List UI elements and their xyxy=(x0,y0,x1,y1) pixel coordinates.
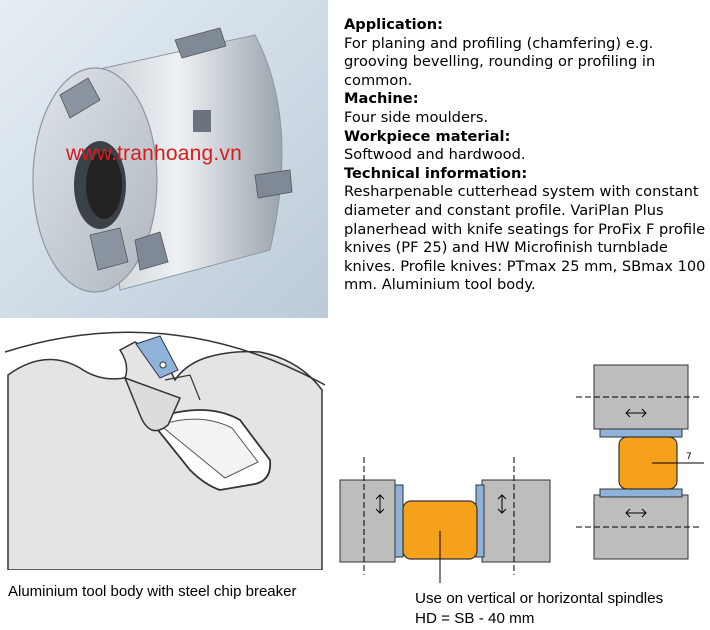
spindle-arrangement-diagram: 7 xyxy=(336,355,708,585)
right-spindle xyxy=(481,479,551,563)
right-caption: Use on vertical or horizontal spindles H… xyxy=(415,589,663,629)
right-caption-line1: Use on vertical or horizontal spindles xyxy=(415,590,664,607)
knife-shape xyxy=(135,335,179,379)
dimension-mark: 7 xyxy=(686,452,692,462)
technical-text: Resharpenable cutterhead system with con… xyxy=(344,183,706,294)
application-heading: Application: xyxy=(344,16,443,33)
spindle-drawing: 7 xyxy=(339,364,704,583)
cross-section-drawing xyxy=(0,320,335,571)
machine-heading: Machine: xyxy=(344,90,419,108)
workpiece-text: Softwood and hardwood. xyxy=(344,146,526,164)
tool-body-cross-section xyxy=(0,320,335,571)
cutterhead-image xyxy=(32,27,293,293)
horizontal-arrangement xyxy=(339,457,551,583)
technical-heading: Technical information: xyxy=(344,164,528,182)
cutterhead-photo: www.tranhoang.vn xyxy=(0,0,328,318)
application-text: For planing and profiling (chamfering) e… xyxy=(344,34,656,89)
specification-block: Application: For planing and profiling (… xyxy=(344,16,706,295)
vertical-arrangement xyxy=(576,364,704,560)
left-caption: Aluminium tool body with steel chip brea… xyxy=(8,583,297,600)
left-spindle xyxy=(339,479,396,563)
workpiece-heading: Workpiece material: xyxy=(344,127,511,145)
cutting-circle-arc xyxy=(4,331,326,386)
watermark-text: www.tranhoang.vn xyxy=(66,142,242,165)
machine-text: Four side moulders. xyxy=(344,108,489,126)
right-caption-line2: HD = SB - 40 mm xyxy=(415,610,535,627)
